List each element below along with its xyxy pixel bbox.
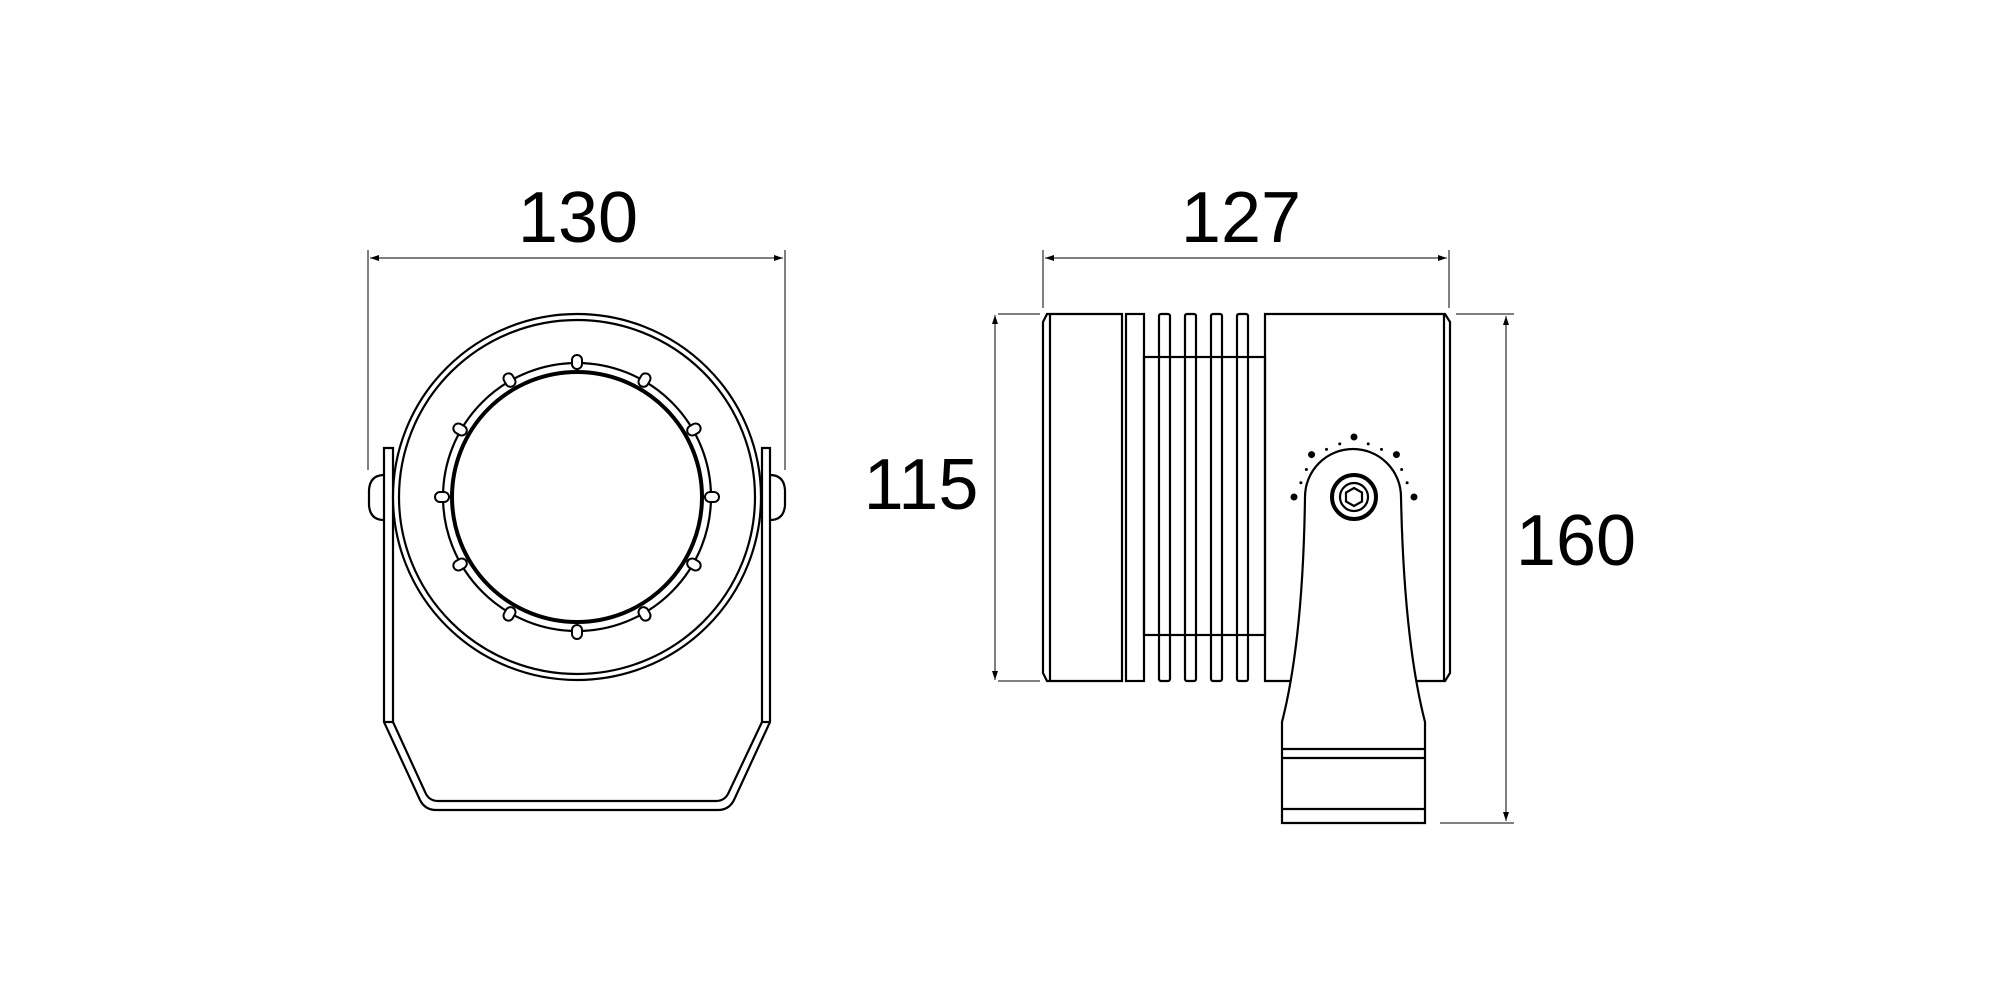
- ring-tab: [502, 606, 517, 622]
- right-knob: [769, 473, 787, 522]
- ring-tab: [452, 422, 468, 437]
- scale-tick: [1405, 481, 1409, 485]
- scale-tick: [1325, 447, 1328, 451]
- length-dimension-label: 127: [1181, 178, 1301, 258]
- ring-tab: [686, 422, 702, 437]
- scale-tick: [1410, 493, 1418, 501]
- angle-scale: [1290, 433, 1418, 501]
- pivot-bolt: [1330, 473, 1378, 521]
- ring-tab: [571, 354, 583, 370]
- width-dimension-label: 130: [518, 178, 638, 258]
- ring-tab: [571, 624, 583, 640]
- scale-tick: [1308, 451, 1316, 459]
- scale-tick: [1400, 468, 1404, 471]
- scale-tick: [1338, 442, 1342, 446]
- lens: [450, 370, 704, 624]
- scale-tick: [1299, 481, 1303, 485]
- width-dimension: 130: [367, 178, 786, 470]
- total-height-dimension: 160: [1440, 313, 1636, 824]
- ring-tabs: [434, 354, 720, 640]
- ring-tab: [704, 491, 720, 503]
- height-dimension: 115: [864, 315, 998, 680]
- total-height-dimension-label: 160: [1516, 501, 1636, 581]
- scale-tick: [1304, 468, 1308, 471]
- front-view: 130 115: [367, 178, 998, 812]
- hex-socket-icon: [1344, 486, 1364, 508]
- left-knob: [367, 473, 385, 522]
- ring-tab: [637, 372, 652, 388]
- lamp-housing: [391, 312, 763, 682]
- scale-tick: [1380, 447, 1383, 451]
- scale-tick: [1366, 442, 1370, 446]
- ring-tab: [502, 372, 517, 388]
- housing-body: [1041, 312, 1452, 683]
- side-bracket: [1280, 433, 1427, 825]
- ring-tab: [637, 606, 652, 622]
- ring-tab: [434, 491, 450, 503]
- ring-tab: [452, 557, 468, 572]
- side-view: 127 160: [998, 178, 1636, 825]
- ring-tab: [686, 557, 702, 572]
- mounting-bracket: [367, 446, 787, 812]
- scale-tick: [1290, 493, 1298, 501]
- height-dimension-label: 115: [864, 445, 979, 525]
- scale-tick: [1350, 433, 1358, 441]
- length-dimension: 127: [1042, 178, 1450, 308]
- scale-tick: [1392, 451, 1400, 459]
